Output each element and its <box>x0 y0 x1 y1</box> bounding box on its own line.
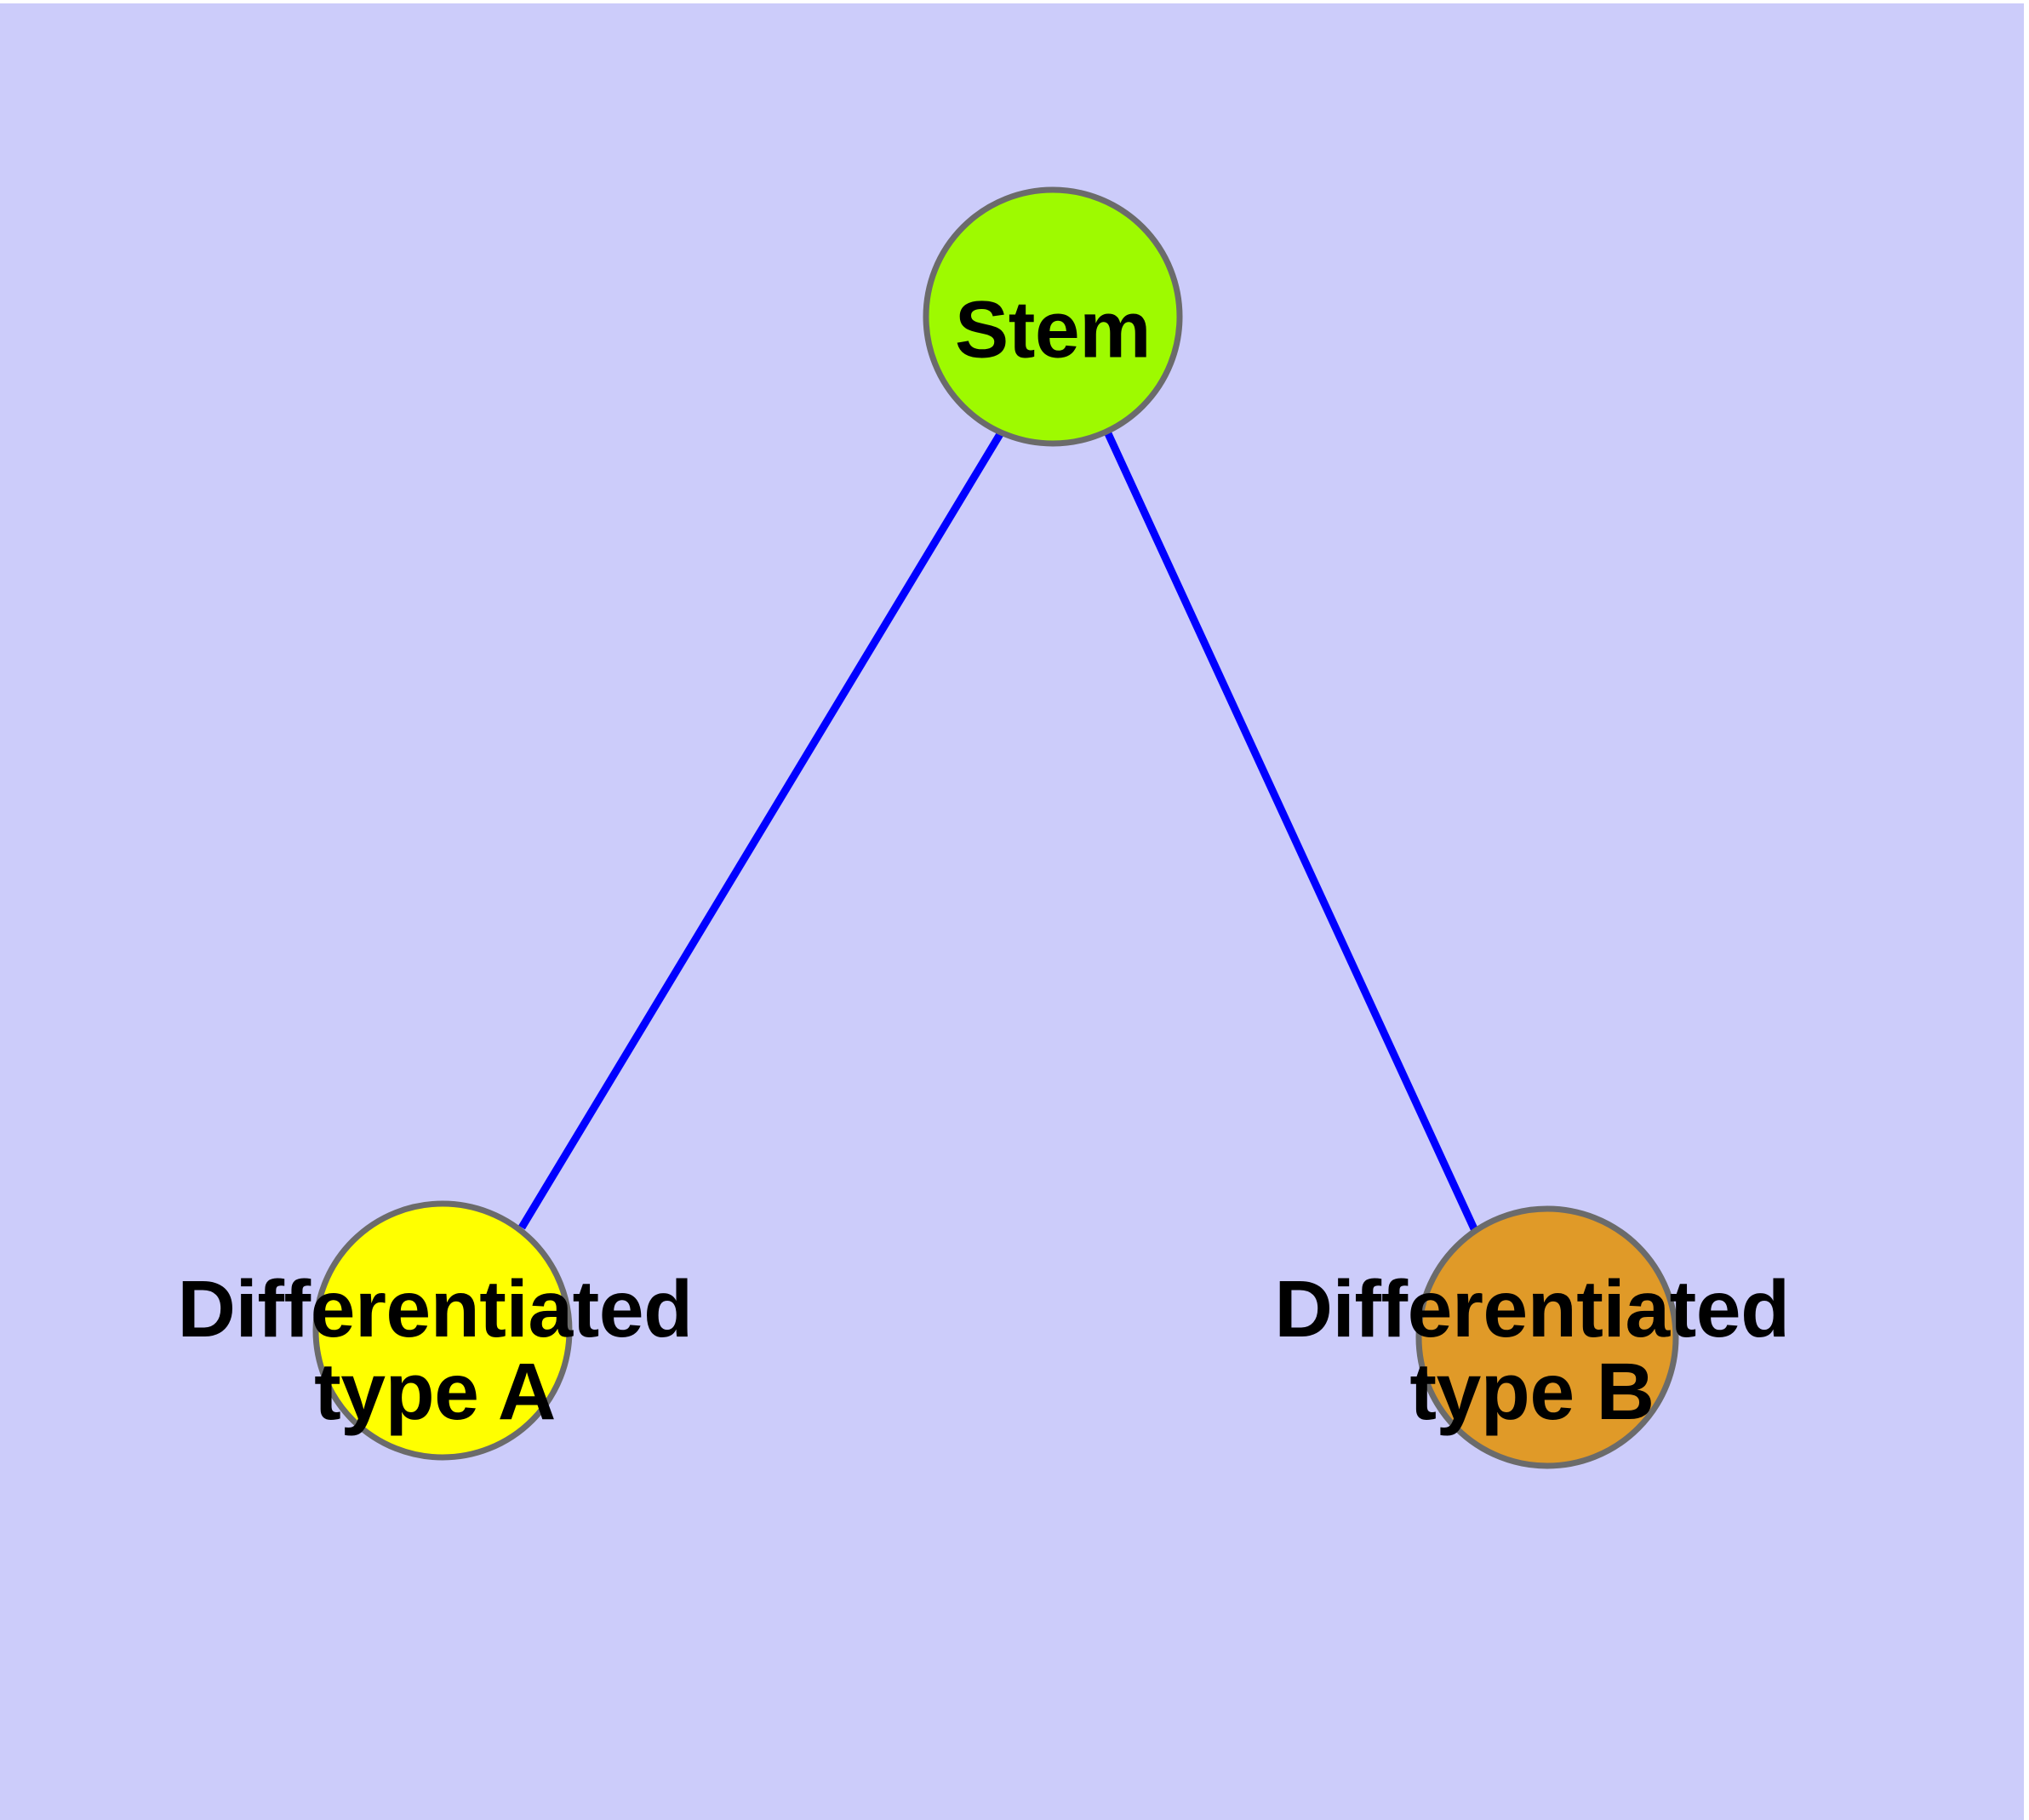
edge-stem-to-diff-b[interactable] <box>1102 428 1481 1236</box>
edge-stem-to-diff-a[interactable] <box>518 427 1006 1230</box>
node-differentiated-type-b[interactable] <box>1415 1205 1679 1469</box>
node-link-graph <box>312 186 1679 1469</box>
node-stem[interactable] <box>923 186 1183 447</box>
node-differentiated-type-a[interactable] <box>312 1200 573 1461</box>
diagram-plot-area: Stem Differentiated type A Differentiate… <box>0 3 2024 1820</box>
